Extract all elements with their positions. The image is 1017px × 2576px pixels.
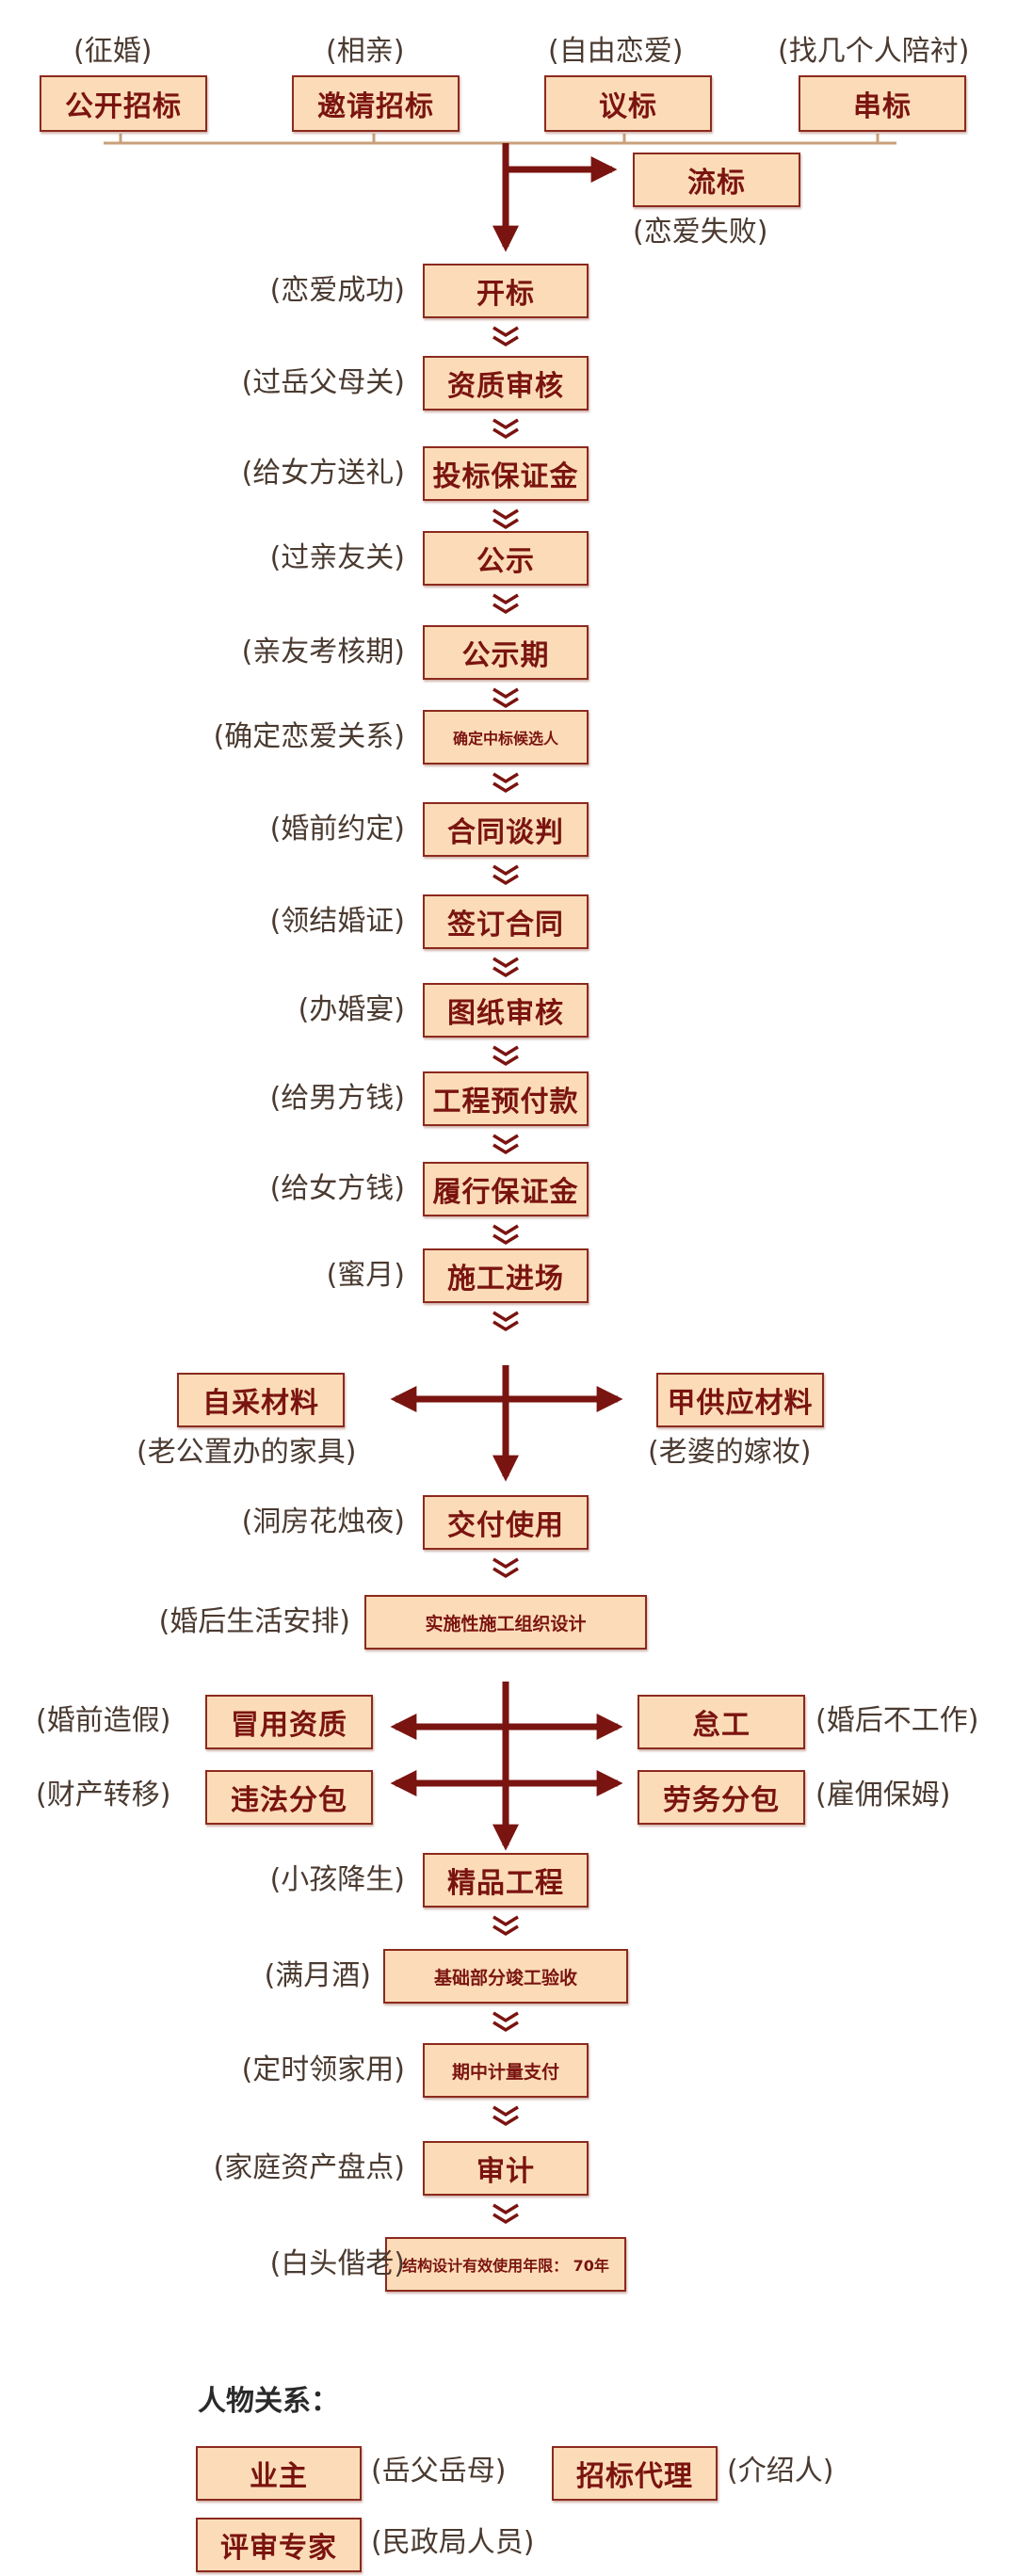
slowdown-box: 怠工 — [638, 1695, 805, 1749]
agent-box: 招标代理 — [552, 2446, 718, 2501]
invite-tender-note: (相亲) — [326, 35, 405, 68]
step-box: 图纸审核 — [423, 983, 589, 1038]
step-box: 开标 — [423, 264, 589, 318]
step-note: (小孩降生) — [269, 1863, 405, 1896]
self-purchase-note: (老公置办的家具) — [137, 1436, 357, 1469]
step-note: (领结婚证) — [269, 905, 405, 938]
step-box: 合同谈判 — [423, 802, 589, 857]
step-note: (婚后生活安排) — [158, 1605, 350, 1638]
invite-tender-box: 邀请招标 — [292, 75, 460, 132]
step-box: 期中计量支付 — [423, 2043, 589, 2098]
down-chevron-icon — [492, 1134, 519, 1155]
step-note: (确定恋爱关系) — [213, 720, 405, 753]
expert-box: 评审专家 — [196, 2518, 362, 2572]
step-note: (过亲友关) — [269, 541, 405, 574]
down-chevron-icon — [492, 1224, 519, 1246]
step-box: 实施性施工组织设计 — [364, 1595, 647, 1650]
step-note: (办婚宴) — [298, 993, 405, 1026]
step-box: 履行保证金 — [423, 1162, 589, 1216]
open-tender-box: 公开招标 — [40, 75, 207, 132]
string-bid-box: 串标 — [799, 75, 966, 132]
owner-note: (岳父岳母) — [371, 2455, 507, 2487]
down-chevron-icon — [492, 957, 519, 978]
step-note: (过岳父母关) — [241, 366, 405, 399]
agent-note: (介绍人) — [727, 2455, 834, 2487]
step-box: 投标保证金 — [423, 446, 589, 501]
step-box: 资质审核 — [423, 356, 589, 411]
top-bracket — [104, 134, 896, 145]
step-note: (给男方钱) — [269, 1082, 405, 1115]
step-box: 施工进场 — [423, 1248, 589, 1303]
negotiated-box: 议标 — [544, 75, 712, 132]
step-box: 公示 — [423, 531, 589, 586]
open-tender-note: (征婚) — [73, 35, 153, 68]
owner-supply-box: 甲供应材料 — [656, 1373, 824, 1427]
step-note: (白头偕老) — [269, 2247, 405, 2280]
step-note: (洞房花烛夜) — [241, 1505, 405, 1538]
down-chevron-icon — [492, 418, 519, 440]
step-box: 确定中标候选人 — [423, 710, 589, 765]
down-chevron-icon — [492, 1915, 519, 1937]
step-note: (恋爱成功) — [269, 274, 405, 307]
down-chevron-icon — [492, 864, 519, 886]
down-chevron-icon — [492, 687, 519, 709]
step-box: 结构设计有效使用年限： 70年 — [385, 2237, 626, 2292]
owner-box: 业主 — [196, 2446, 362, 2501]
step-note: (婚前约定) — [269, 813, 405, 845]
step-box: 工程预付款 — [423, 1071, 589, 1126]
down-chevron-icon — [492, 593, 519, 615]
expert-note: (民政局人员) — [371, 2526, 535, 2559]
failed-bid-note: (恋爱失败) — [633, 216, 768, 249]
down-chevron-icon — [492, 772, 519, 794]
step-box: 精品工程 — [423, 1853, 589, 1908]
step-note: (给女方钱) — [269, 1172, 405, 1205]
self-purchase-box: 自采材料 — [177, 1373, 345, 1427]
step-box: 交付使用 — [423, 1495, 589, 1550]
owner-supply-note: (老婆的嫁妆) — [648, 1436, 812, 1469]
down-chevron-icon — [492, 508, 519, 530]
down-chevron-icon — [492, 2105, 519, 2127]
labor-subcontract-box: 劳务分包 — [638, 1770, 805, 1825]
step-box: 审计 — [423, 2141, 589, 2196]
step-note: (蜜月) — [326, 1259, 405, 1292]
step-box: 基础部分竣工验收 — [383, 1949, 628, 2004]
relations-title: 人物关系： — [198, 2385, 339, 2418]
down-chevron-icon — [492, 1557, 519, 1579]
string-bid-note: (找几个人陪衬) — [778, 35, 970, 68]
down-chevron-icon — [492, 2203, 519, 2225]
step-note: (满月酒) — [264, 1959, 371, 1992]
down-chevron-icon — [492, 326, 519, 347]
step-note: (定时领家用) — [241, 2053, 405, 2086]
illegal-subcontract-box: 违法分包 — [205, 1770, 373, 1825]
step-note: (亲友考核期) — [241, 636, 405, 668]
negotiated-note: (自由恋爱) — [548, 35, 684, 68]
down-chevron-icon — [492, 1311, 519, 1332]
step-note: (家庭资产盘点) — [213, 2151, 405, 2184]
fake-qualification-box: 冒用资质 — [205, 1695, 373, 1749]
step-box: 签订合同 — [423, 894, 589, 949]
step-box: 公示期 — [423, 625, 589, 680]
failed-bid-box: 流标 — [633, 153, 800, 207]
slowdown-note: (婚后不工作) — [815, 1704, 979, 1737]
fake-qualification-note: (婚前造假) — [36, 1704, 171, 1737]
illegal-subcontract-note: (财产转移) — [36, 1779, 171, 1811]
down-chevron-icon — [492, 1045, 519, 1067]
step-note: (给女方送礼) — [241, 457, 405, 490]
down-chevron-icon — [492, 2011, 519, 2033]
labor-subcontract-note: (雇佣保姆) — [815, 1779, 951, 1811]
